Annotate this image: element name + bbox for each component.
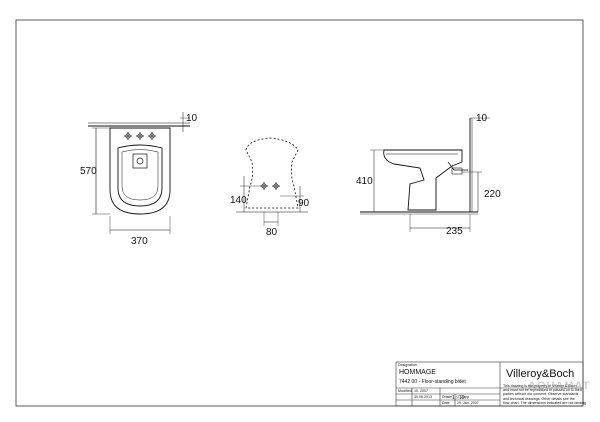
dim-90: 90 [298, 198, 310, 209]
drawn-by: J. Zapp [457, 395, 469, 399]
title-block-grid [395, 361, 584, 407]
side-view [360, 117, 490, 232]
dim-top-10: 10 [186, 113, 198, 124]
watermark: AQUAMAT [528, 380, 591, 392]
title-block-heading: Designation [398, 363, 417, 367]
dim-370: 370 [131, 236, 148, 247]
note-line: parties without our consent. Observe sta… [503, 392, 579, 397]
sheet-border [15, 19, 584, 407]
note-line: flow-chart. The dimensions indicated are… [503, 400, 588, 405]
dim-side-10: 10 [476, 113, 488, 124]
dim-80: 80 [266, 227, 278, 238]
dim-220: 220 [484, 189, 501, 200]
rear-view [236, 137, 308, 226]
dim-570: 570 [80, 166, 97, 177]
revision-date-1: 10. 2007 [414, 389, 428, 393]
scale: 1 : 10 [452, 395, 465, 401]
series-name: HOMMAGE [399, 369, 436, 376]
note-line: and technical drawings. Other details se… [503, 396, 575, 401]
dim-410: 410 [356, 176, 373, 187]
drawn-date: 29. Jan. 2007 [457, 401, 479, 405]
note-line: This drawing is the property of Villeroy… [503, 384, 577, 388]
revision-date-2: 30.06.2013 [414, 395, 432, 399]
dim-140: 140 [230, 195, 247, 206]
date-label: Date [442, 401, 450, 405]
dim-235: 235 [446, 226, 463, 237]
revision-label: Modified [398, 389, 412, 393]
product-description: 7442 00 - Floor-standing bidet [399, 379, 466, 385]
top-view [88, 112, 190, 234]
drawn-label: Drawn [442, 395, 453, 399]
notes-block: This drawing is the property of Villeroy… [503, 384, 587, 405]
brand-logo: Villeroy&Boch [506, 368, 575, 380]
note-line: and must not be reproduced or passed on … [503, 388, 582, 393]
